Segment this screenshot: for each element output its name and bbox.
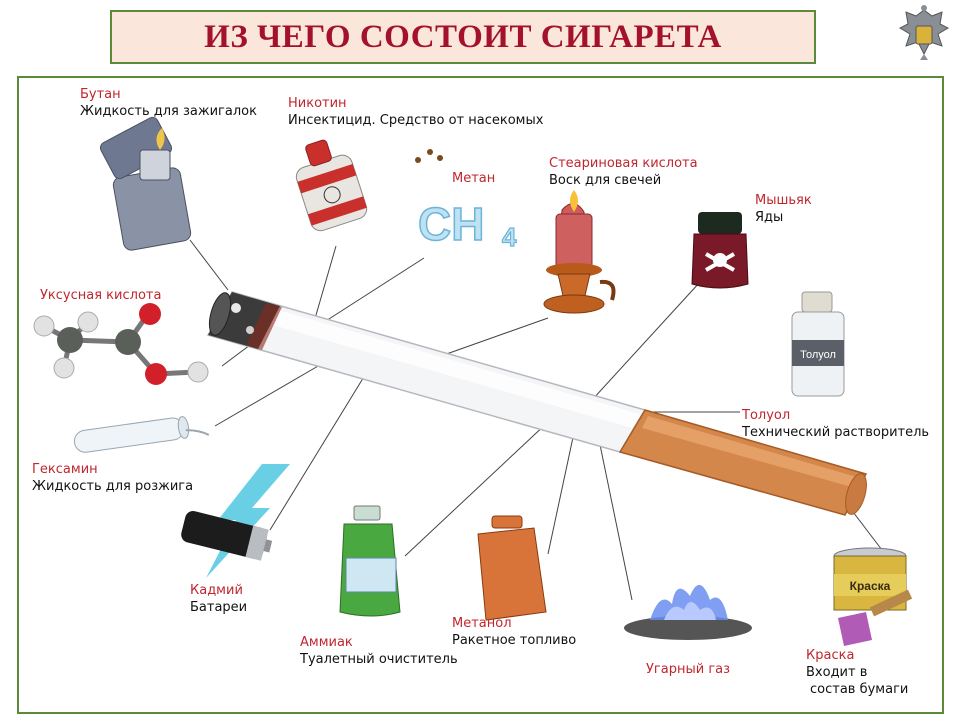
title-banner: ИЗ ЧЕГО СОСТОИТ СИГАРЕТА: [110, 10, 816, 64]
cadmium-desc: Батареи: [190, 600, 248, 615]
nicotine-desc: Инсектицид. Средство от насекомых: [288, 113, 544, 128]
cigarette: [206, 291, 868, 516]
content-frame: [17, 76, 944, 714]
test-tube-icon: [73, 416, 210, 453]
paint-desc-2: состав бумаги: [810, 682, 909, 697]
paint-can-label: Краска: [850, 579, 891, 593]
toluene-desc: Технический растворитель: [742, 425, 930, 440]
label-cadmium: Кадмий Батареи: [190, 582, 247, 616]
lighter-icon: [99, 116, 192, 251]
label-hexamine: Гексамин Жидкость для розжига: [32, 461, 193, 495]
label-nicotine: Никотин Инсектицид. Средство от насекомы…: [288, 95, 543, 129]
paint-name: Краска: [806, 648, 855, 663]
label-paint: Краска Входит в состав бумаги: [806, 647, 908, 698]
page-title: ИЗ ЧЕГО СОСТОИТ СИГАРЕТА: [204, 18, 722, 55]
insecticide-bottle-icon: [295, 139, 368, 232]
ammonia-desc: Туалетный очиститель: [300, 652, 458, 667]
acetic-acid-name: Уксусная кислота: [40, 288, 162, 303]
cleaner-bottle-icon: [339, 505, 401, 617]
methanol-desc: Ракетное топливо: [452, 633, 577, 648]
fuel-canister-icon: [477, 515, 547, 621]
label-methanol: Метанол Ракетное топливо: [452, 615, 576, 649]
insects: [415, 149, 443, 163]
candle-icon: [543, 190, 616, 314]
hexamine-name: Гексамин: [32, 462, 98, 477]
butane-name: Бутан: [80, 87, 121, 102]
methane-subscript: 4: [502, 222, 517, 252]
toluene-bottle-label: Толуол: [800, 349, 836, 361]
label-acetic-acid: Уксусная кислота: [40, 287, 161, 304]
hexamine-desc: Жидкость для розжига: [32, 479, 194, 494]
label-toluene: Толуол Технический растворитель: [742, 407, 929, 441]
gas-burner-flame-icon: [624, 584, 752, 640]
toluene-bottle-icon: Толуол: [791, 291, 845, 397]
battery-icon: [181, 464, 290, 578]
nicotine-name: Никотин: [288, 96, 347, 111]
label-stearic-acid: Стеариновая кислота Воск для свечей: [549, 155, 698, 189]
label-methane: Метан: [452, 170, 495, 187]
cadmium-name: Кадмий: [190, 583, 243, 598]
paint-desc: Входит в: [806, 665, 868, 680]
arsenic-name: Мышьяк: [755, 193, 812, 208]
acetic-acid-atoms: [33, 303, 209, 385]
methane-formula: CH 4: [417, 197, 517, 252]
label-ammonia: Аммиак Туалетный очиститель: [300, 634, 458, 668]
stearic-acid-name: Стеариновая кислота: [549, 156, 698, 171]
stearic-acid-desc: Воск для свечей: [549, 173, 662, 188]
arsenic-desc: Яды: [755, 210, 784, 225]
methanol-name: Метанол: [452, 616, 512, 631]
methane-formula-text: CH: [418, 198, 484, 250]
butane-desc: Жидкость для зажигалок: [80, 104, 257, 119]
methane-name: Метан: [452, 171, 496, 186]
paint-can-icon: Краска: [833, 547, 913, 646]
label-carbon-monoxide: Угарный газ: [646, 661, 730, 678]
label-butane: Бутан Жидкость для зажигалок: [80, 86, 257, 120]
label-arsenic: Мышьяк Яды: [755, 192, 812, 226]
carbon-monoxide-name: Угарный газ: [646, 662, 731, 677]
emblem-icon: [898, 5, 950, 60]
ammonia-name: Аммиак: [300, 635, 353, 650]
arsenic-jar-icon: [691, 212, 749, 289]
toluene-name: Толуол: [742, 408, 791, 423]
pointer-lines: [189, 239, 883, 601]
